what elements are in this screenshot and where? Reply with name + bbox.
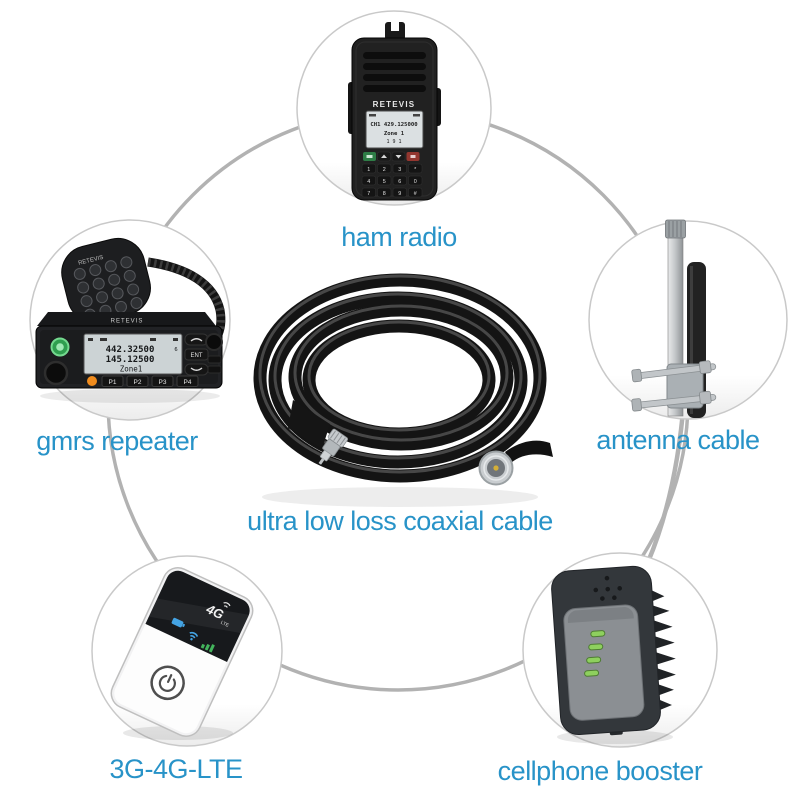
ham-display-line2: Zone 1 (384, 131, 405, 137)
label-ham-radio: ham radio (341, 222, 457, 252)
power-icon (158, 674, 176, 692)
ham-speaker-grille (363, 52, 426, 59)
bnc-connector (318, 428, 349, 465)
gmrs-display-line2: 145.12500 (106, 355, 155, 365)
gmrs-top-face (37, 312, 216, 326)
gmrs-display-line1: 442.32500 (106, 345, 155, 355)
gmrs-orange-button (87, 376, 97, 386)
hotspot-signal-icon (200, 644, 215, 653)
svg-text:P3: P3 (159, 379, 167, 386)
gmrs-volume-knob (43, 360, 69, 386)
label-cellphone-booster: cellphone booster (497, 756, 703, 786)
ham-display-line1: CH1 429.125000 (370, 122, 418, 128)
n-connector-boot (505, 440, 553, 463)
bnc-strain-relief (288, 400, 330, 449)
n-connector (478, 450, 514, 486)
booster-front-panel (563, 604, 645, 721)
svg-text:0: 0 (414, 179, 417, 185)
gmrs-ent-key (184, 348, 209, 361)
svg-text:P2: P2 (134, 379, 142, 386)
svg-text:7: 7 (367, 191, 370, 197)
gmrs-up-rocker (184, 333, 209, 346)
cellphone-booster-image (551, 565, 676, 736)
svg-text:ENT: ENT (191, 353, 203, 359)
hotspot-logo: 4G (203, 601, 226, 622)
gmrs-down-rocker (184, 363, 209, 376)
svg-text:3: 3 (398, 167, 401, 173)
lte-hotspot-image: 4G LTE (110, 567, 254, 737)
label-lte-hotspot: 3G-4G-LTE (109, 754, 243, 784)
u-bolt-bottom (631, 390, 717, 412)
hotspot-black-panel (145, 570, 250, 662)
booster-vent-holes (593, 575, 623, 601)
hotspot-logo-sub: LTE (220, 620, 230, 629)
svg-text:4: 4 (367, 179, 370, 185)
hotspot-wifi-icon (189, 631, 199, 641)
ham-display-line3: 1 9 1 (386, 139, 401, 145)
cable-loop (253, 273, 547, 483)
svg-text:1: 1 (367, 167, 370, 173)
ham-brand: RETEVIS (373, 100, 416, 109)
svg-text:5: 5 (383, 179, 386, 185)
svg-text:#: # (414, 191, 417, 197)
gmrs-display-line3: Zone1 (120, 365, 143, 374)
ham-display (365, 110, 424, 149)
svg-text:8: 8 (383, 191, 386, 197)
gmrs-channel-knob (205, 333, 223, 351)
label-coaxial-cable: ultra low loss coaxial cable (247, 506, 553, 536)
svg-text:6: 6 (398, 179, 401, 185)
label-gmrs-repeater: gmrs repeater (36, 426, 198, 456)
antenna-image (631, 219, 717, 418)
ham-keypad: 1 2 3 * 4 5 6 0 7 8 9 # (361, 163, 423, 198)
label-antenna-cable: antenna cable (596, 425, 760, 455)
svg-text:P4: P4 (184, 379, 192, 386)
svg-text:9: 9 (398, 191, 401, 197)
hotspot-antenna-glyph (223, 602, 231, 608)
u-bolt-top (631, 360, 717, 383)
svg-text:2: 2 (383, 167, 386, 173)
booster-led-indicators (584, 630, 606, 677)
svg-text:P1: P1 (109, 379, 117, 386)
gmrs-display (83, 333, 183, 375)
coaxial-cable-image (253, 273, 553, 507)
svg-text:*: * (414, 167, 417, 173)
gmrs-repeater-image: RETEVIS RETEVIS 442.32500 6 145.12500 Zo… (35, 237, 226, 403)
hotspot-battery-icon (171, 617, 186, 628)
gmrs-brand: RETEVIS (111, 319, 144, 325)
gmrs-p-keys: P1 P2 P3 P4 (101, 375, 199, 387)
gmrs-display-flag1: 6 (174, 347, 177, 353)
ham-radio-image: RETEVIS CH1 429.125000 Zone 1 1 9 1 (348, 21, 441, 201)
